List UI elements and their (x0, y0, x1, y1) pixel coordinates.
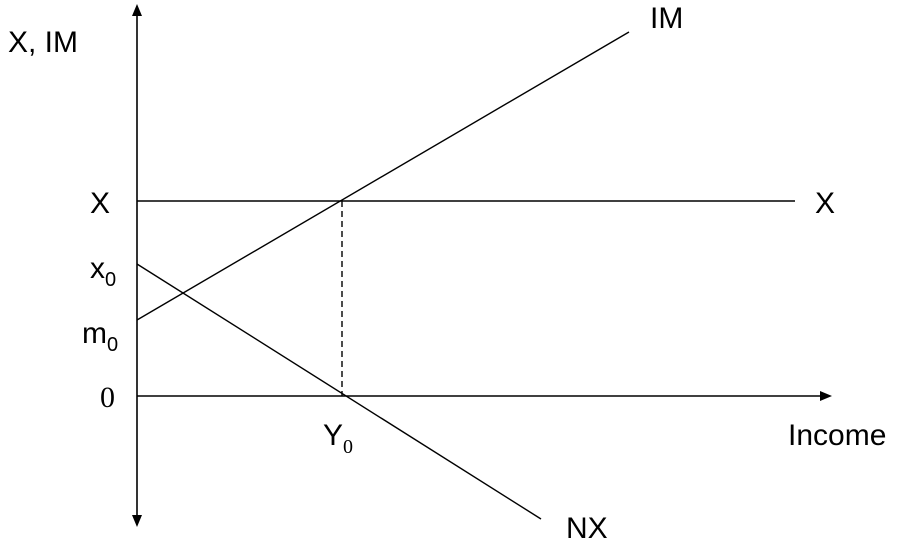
x0-base: x (90, 252, 105, 285)
m0-label: m0 (82, 317, 118, 356)
im-curve-label: IM (650, 2, 683, 35)
y0-subscript: 0 (343, 436, 353, 458)
x-axis-label: Income (788, 419, 886, 452)
y0-label: Y0 (323, 419, 353, 458)
imports-line (136, 31, 630, 321)
nx-curve-label: NX (566, 512, 608, 545)
m0-base: m (82, 317, 107, 350)
net-exports-line (136, 263, 542, 520)
x-level-label: X (90, 187, 110, 220)
y-axis-label: X, IM (8, 26, 78, 59)
x-curve-label: X (815, 187, 835, 220)
y-axis-arrow-down (132, 515, 142, 527)
y-axis-arrow-up (132, 4, 142, 16)
y0-base: Y (323, 419, 343, 452)
origin-label: 0 (100, 381, 115, 414)
m0-subscript: 0 (107, 334, 118, 356)
x0-subscript: 0 (105, 269, 116, 291)
x-axis-arrow (820, 391, 832, 401)
x0-label: x0 (90, 252, 116, 291)
